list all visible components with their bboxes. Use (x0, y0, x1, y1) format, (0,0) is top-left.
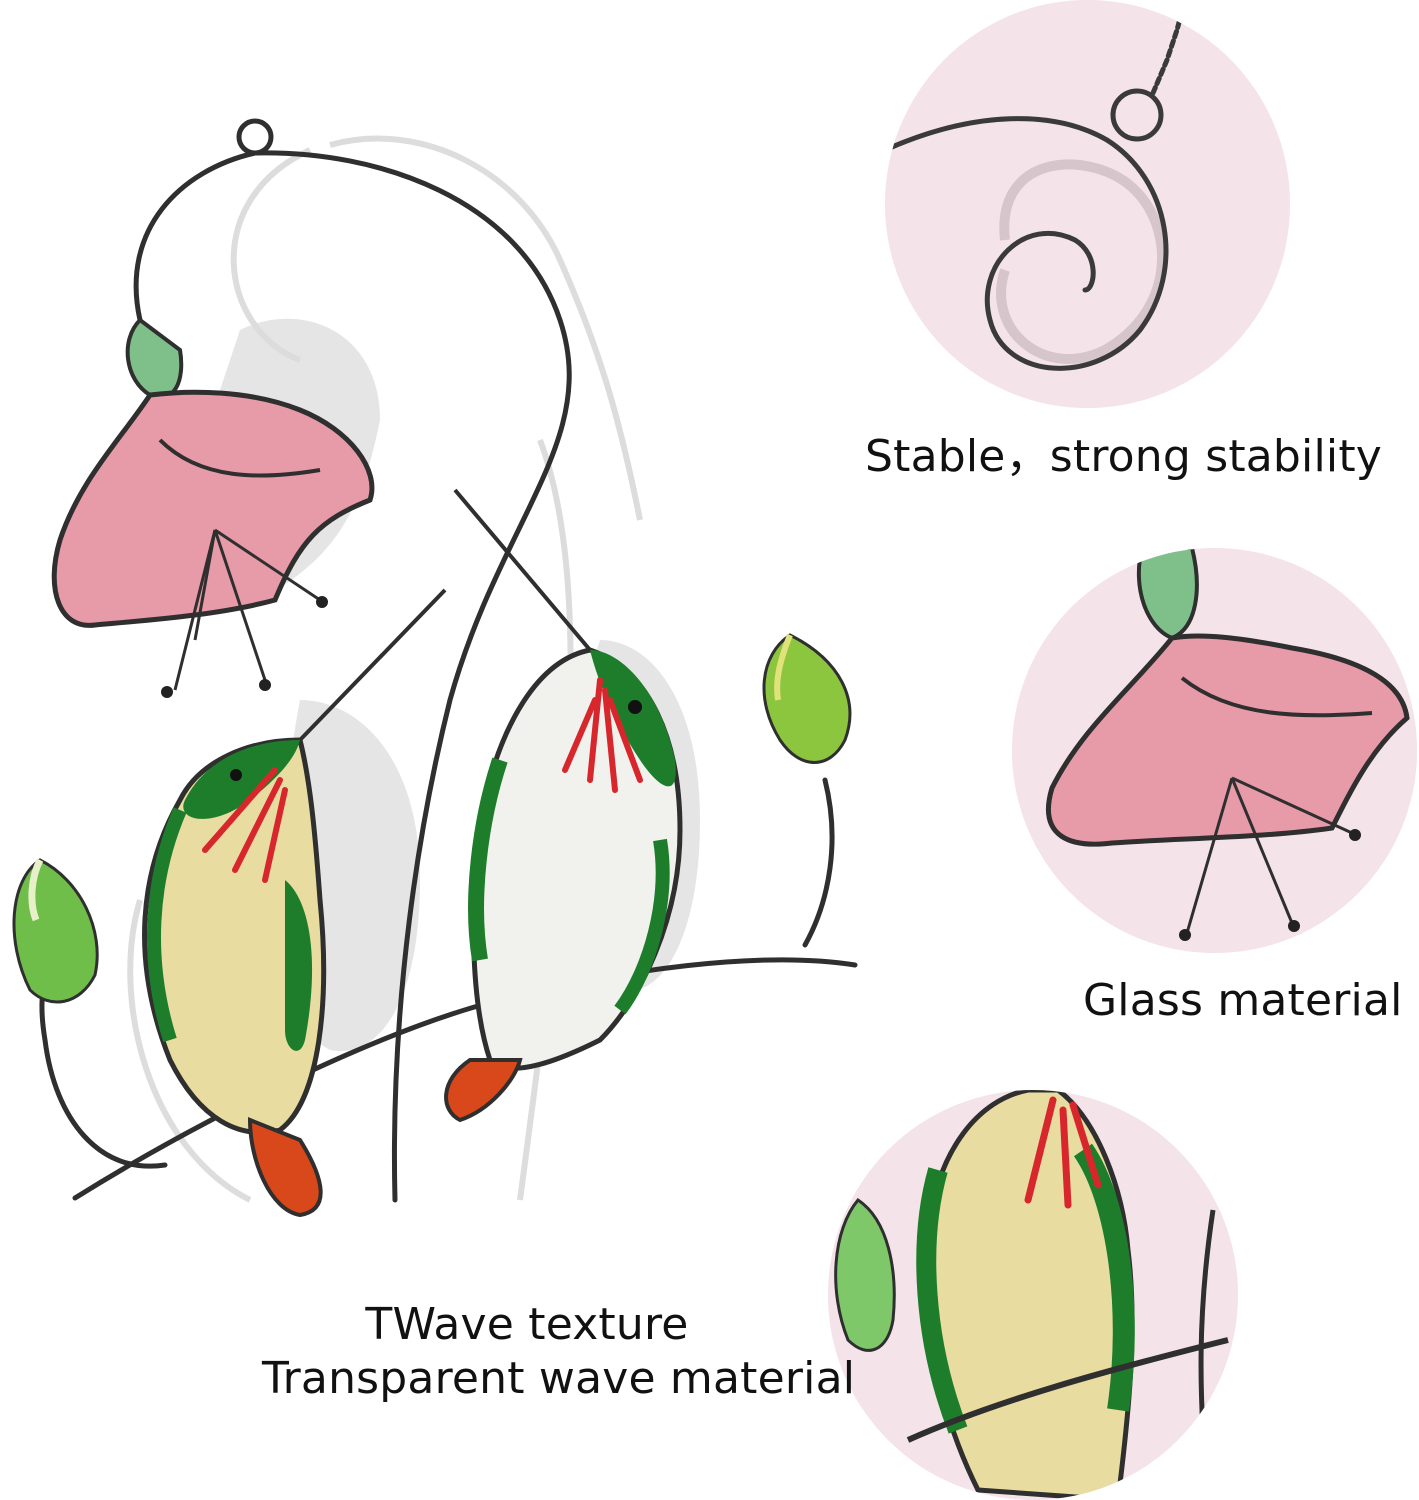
hummingbird-suncatcher-illustration (12, 118, 858, 1218)
leaf-right (762, 633, 852, 764)
hanging-wire (133, 118, 572, 1203)
hanging-loop-icon (885, 0, 1290, 408)
caption-glass: Glass material (1083, 975, 1403, 1026)
left-hummingbird (142, 588, 447, 1218)
flower-icon (1012, 548, 1417, 953)
caption-wave: TWave texture Transparent wave material (262, 1298, 856, 1406)
leaf-left (12, 858, 99, 1004)
hummingbird-icon (828, 1090, 1238, 1500)
detail-circle-loop (885, 0, 1290, 408)
pink-flower (51, 317, 375, 698)
caption-wave-line1: TWave texture (365, 1299, 689, 1350)
detail-circle-flower (1012, 548, 1417, 953)
caption-wave-line2: Transparent wave material (262, 1353, 856, 1404)
caption-stable: Stable，strong stability (865, 431, 1383, 482)
right-hummingbird (444, 488, 683, 1123)
detail-circle-hummingbird (828, 1090, 1238, 1500)
